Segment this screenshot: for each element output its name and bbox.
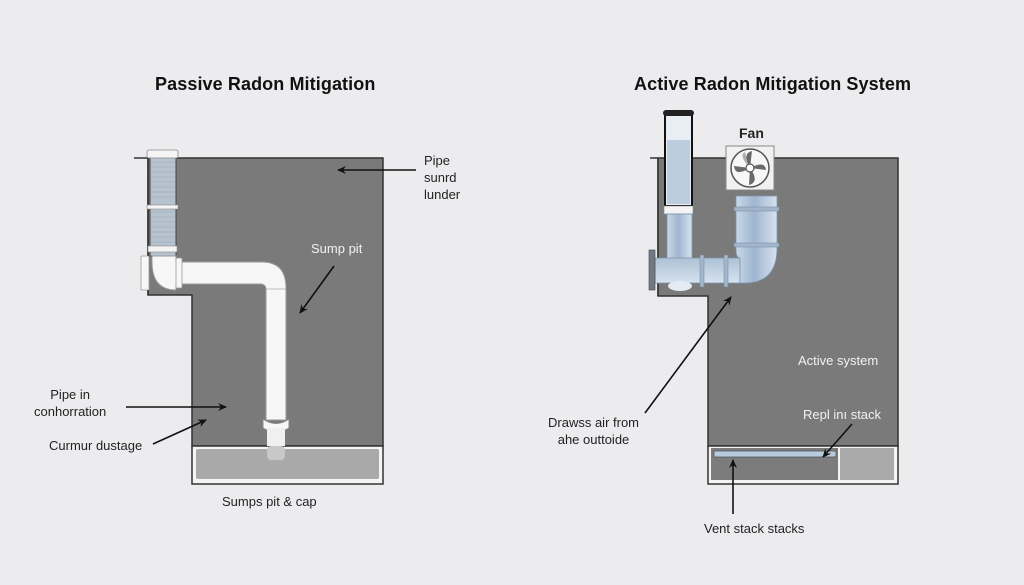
label-draws-air: Drawss air from ahe outtoide bbox=[548, 414, 639, 448]
label-sump-pit: Sump pit bbox=[311, 241, 363, 256]
arrow-repl-stack bbox=[822, 423, 853, 458]
label-sumps-pit-cap: Sumps pit & cap bbox=[222, 494, 317, 509]
label-draws-air-line1: Drawss air from bbox=[548, 415, 640, 430]
passive-white-pipe bbox=[151, 255, 287, 421]
label-pipe-in-line1: Pipe in bbox=[50, 387, 91, 402]
label-pipe-line1: Pipe bbox=[424, 153, 451, 168]
label-vent-stack: Vent stack stacks bbox=[704, 521, 805, 536]
label-curmur-dustage: Curmur dustage bbox=[49, 438, 143, 453]
label-pipe-line3: lunder bbox=[424, 187, 461, 202]
label-pipe: Pipe sunrd lunder bbox=[424, 152, 460, 203]
label-pipe-in-line2: conhorration bbox=[34, 404, 107, 419]
fan-icon bbox=[725, 145, 775, 191]
label-repl-stack: Repl inı stack bbox=[803, 407, 882, 422]
active-wall bbox=[657, 157, 899, 447]
arrow-draws-air bbox=[644, 296, 732, 414]
label-fan: Fan bbox=[739, 125, 764, 141]
active-diagram bbox=[644, 110, 899, 514]
label-active-system: Active system bbox=[798, 353, 879, 368]
label-pipe-in: Pipe in conhorration bbox=[34, 386, 106, 420]
passive-diagram bbox=[126, 149, 416, 485]
arrow-sump-pit bbox=[299, 265, 335, 314]
label-draws-air-line2: ahe outtoide bbox=[557, 432, 630, 447]
active-vent-bar bbox=[713, 450, 837, 458]
active-title: Active Radon Mitigation System bbox=[634, 74, 912, 94]
passive-title: Passive Radon Mitigation bbox=[155, 74, 376, 94]
arrow-curmur bbox=[152, 419, 207, 445]
label-pipe-line2: sunrd bbox=[424, 170, 457, 185]
